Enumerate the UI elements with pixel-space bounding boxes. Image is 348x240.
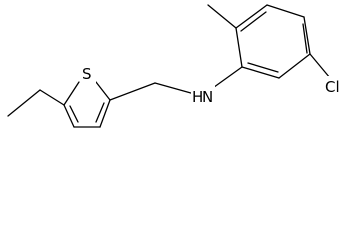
sulfur-atom: S: [80, 63, 96, 83]
n-aryl-bond: [209, 66, 243, 91]
c-cl-bond: [309, 53, 331, 79]
nitrogen-atom: H N: [191, 84, 215, 106]
svg-text:H: H: [192, 88, 203, 106]
methylene-bond: [109, 82, 156, 101]
svg-text:S: S: [82, 65, 92, 83]
methyl-bond: [207, 4, 237, 29]
ethyl-ch3-bond: [7, 89, 41, 117]
thiophene-ring: [63, 81, 111, 128]
svg-text:Cl: Cl: [325, 78, 340, 96]
ch2-n-bond: [154, 82, 199, 96]
chlorine-atom: Cl: [324, 76, 346, 96]
benzene-ring: [235, 4, 311, 79]
svg-text:N: N: [202, 88, 213, 106]
ethyl-ch2-bond: [39, 89, 65, 106]
molecule-structure: S H N Cl: [7, 4, 346, 128]
